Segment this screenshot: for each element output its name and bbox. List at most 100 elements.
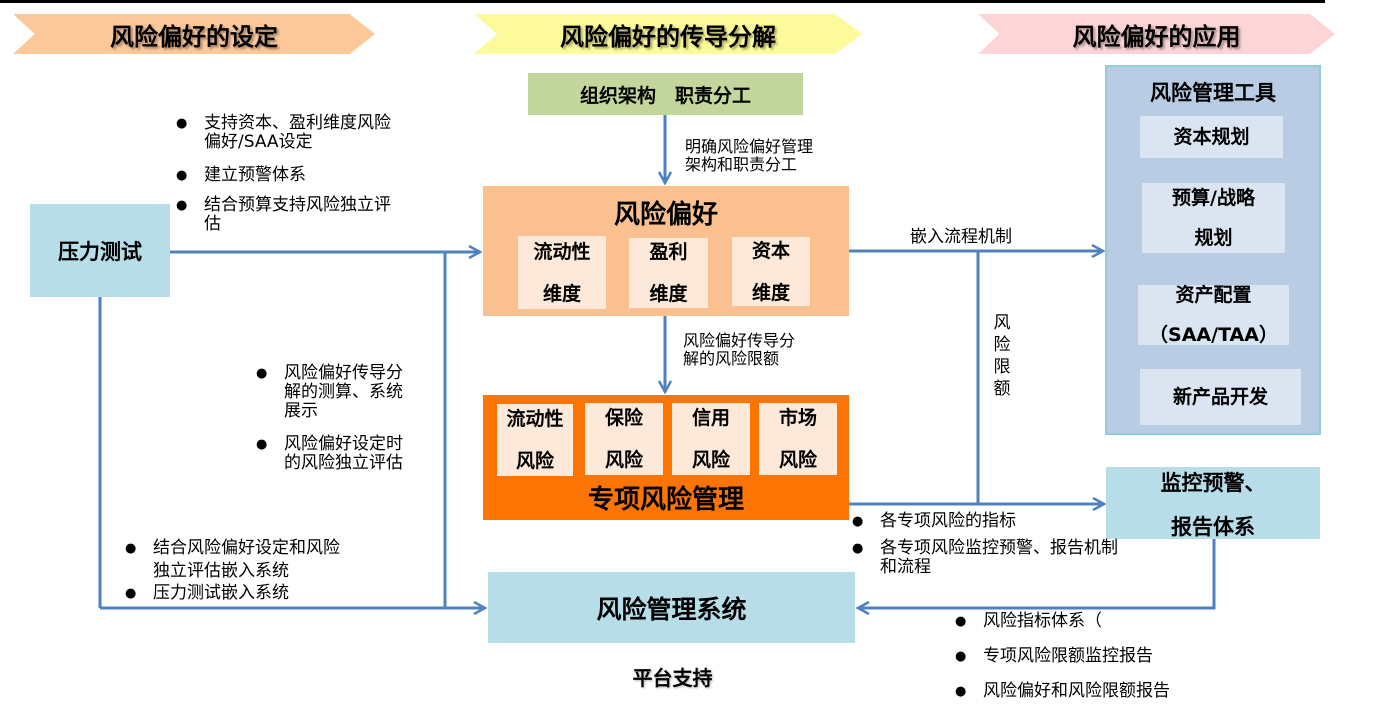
header-setting: 风险偏好的设定 (13, 14, 375, 54)
risk-type-line: 风险 (778, 449, 817, 471)
note-line: 支持资本、盈利维度风险 (204, 113, 391, 133)
risk-management-system-label: 风险管理系统 (596, 594, 747, 624)
org-structure-box: 组织架构 职责分工 (528, 73, 803, 115)
note-line: 风险偏好传导分 (284, 363, 403, 383)
tool-line: （SAA/TAA） (1149, 324, 1278, 346)
report-note-item: 风险指标体系（ (955, 611, 1255, 632)
stress-test-label: 压力测试 (58, 239, 142, 264)
note-line: 风险偏好和风险限额报告 (983, 681, 1170, 701)
appetite-arrow-label-line: 解的风险限额 (683, 349, 780, 368)
appetite-dimension-capital: 资本 维度 (732, 237, 810, 306)
report-note-item: 风险偏好和风险限额报告 (955, 681, 1255, 702)
report-note-item: 专项风险限额监控报告 (955, 646, 1255, 667)
header-application-label: 风险偏好的应用 (1072, 22, 1241, 51)
risk-limit-char: 风 (993, 313, 1011, 333)
stress-note-item: 结合预算支持风险独立评 估 (176, 196, 466, 234)
dimension-line: 维度 (542, 282, 581, 305)
embed-process-label: 嵌入流程机制 (910, 227, 1012, 247)
org-structure-label: 组织架构 职责分工 (579, 84, 751, 107)
risk-type-line: 市场 (778, 407, 817, 429)
system-note-item: 压力测试嵌入系统 (125, 583, 425, 604)
special-notes: 各专项风险的指标 各专项风险监控预警、报告机制 和流程 (852, 512, 1212, 591)
top-rule (0, 0, 1325, 3)
tool-line: 资产配置 (1175, 284, 1252, 306)
system-notes: 结合风险偏好设定和风险 独立评估嵌入系统 压力测试嵌入系统 (125, 539, 425, 617)
special-risk-box: 流动性 风险 保险 风险 信用 风险 市场 风险 专项风险管理 (483, 395, 849, 520)
risk-limit-char: 限 (993, 357, 1011, 377)
risk-type-line: 风险 (691, 449, 730, 471)
appetite-dimension-liquidity: 流动性 维度 (518, 236, 606, 309)
stress-note-item: 支持资本、盈利维度风险 偏好/SAA设定 (176, 114, 466, 152)
note-line: 估 (204, 214, 221, 234)
tool-line: 资本规划 (1173, 126, 1250, 148)
risk-management-system-box: 风险管理系统 (488, 572, 855, 643)
note-line: 建立预警体系 (204, 165, 306, 185)
risk-limit-label: 风 险 限 额 (991, 312, 1013, 400)
risk-appetite-box: 风险偏好 流动性 维度 盈利 维度 资本 维度 (483, 186, 849, 316)
note-line: 和流程 (880, 557, 931, 577)
risk-limit-char: 额 (993, 379, 1011, 399)
note-line: 解的测算、系统 (284, 382, 403, 402)
note-line: 结合预算支持风险独立评 (204, 195, 391, 215)
special-risk-title: 专项风险管理 (587, 485, 744, 515)
risk-tools-title: 风险管理工具 (1150, 81, 1276, 105)
note-line: 独立评估嵌入系统 (153, 561, 289, 581)
dimension-line: 流动性 (533, 240, 591, 263)
appetite-arrow-label-line: 风险偏好传导分 (683, 331, 796, 350)
tool-line: 新产品开发 (1172, 386, 1268, 408)
report-notes: 风险指标体系（ 专项风险限额监控报告 风险偏好和风险限额报告 (955, 612, 1255, 715)
tool-budget-strategy: 预算/战略 规划 (1142, 183, 1285, 253)
appetite-dimension-profit: 盈利 维度 (629, 238, 708, 308)
dimension-line: 资本 (751, 239, 790, 262)
system-note-item: 结合风险偏好设定和风险 独立评估嵌入系统 (125, 539, 425, 581)
middle-notes: 风险偏好传导分 解的测算、系统 展示 风险偏好设定时 的风险独立评估 (256, 364, 446, 487)
stress-notes: 支持资本、盈利维度风险 偏好/SAA设定 建立预警体系 结合预算支持风险独立评 … (176, 114, 466, 248)
tool-asset-allocation: 资产配置 （SAA/TAA） (1138, 284, 1289, 346)
special-note-item: 各专项风险的指标 (852, 511, 1212, 532)
risk-type-line: 流动性 (506, 408, 564, 430)
stress-note-item: 建立预警体系 (176, 165, 466, 186)
note-line: 偏好/SAA设定 (204, 132, 313, 152)
stress-test-box: 压力测试 (30, 204, 170, 297)
risk-appetite-title: 风险偏好 (613, 200, 718, 230)
monitor-line: 监控预警、 (1160, 471, 1266, 495)
tool-capital-planning: 资本规划 (1140, 116, 1283, 158)
tool-new-product: 新产品开发 (1140, 369, 1301, 425)
risk-type-line: 风险 (604, 449, 643, 471)
org-arrow-label-line: 架构和职责分工 (685, 155, 798, 174)
header-transmission: 风险偏好的传导分解 (474, 14, 862, 54)
arrow-monitor-to-rms (858, 539, 1216, 608)
dimension-line: 维度 (751, 281, 790, 304)
note-line: 结合风险偏好设定和风险 (153, 538, 340, 558)
note-line: 各专项风险监控预警、报告机制 (880, 538, 1118, 558)
special-risk-credit: 信用 风险 (672, 403, 750, 475)
note-line: 专项风险限额监控报告 (983, 646, 1153, 666)
risk-type-line: 信用 (691, 407, 730, 429)
org-arrow-label: 明确风险偏好管理 架构和职责分工 (685, 138, 813, 174)
risk-type-line: 保险 (604, 407, 643, 429)
note-line: 风险偏好设定时 (284, 434, 403, 454)
note-line: 压力测试嵌入系统 (153, 583, 289, 603)
dimension-line: 维度 (649, 283, 688, 305)
appetite-arrow-label: 风险偏好传导分 解的风险限额 (683, 332, 795, 368)
header-setting-label: 风险偏好的设定 (110, 22, 278, 51)
risk-tools-box: 风险管理工具 资本规划 预算/战略 规划 资产配置 （SAA/TAA） 新产品开… (1105, 65, 1321, 435)
risk-limit-char: 险 (993, 335, 1011, 355)
note-line: 风险指标体系（ (983, 611, 1102, 631)
tool-line: 规划 (1194, 227, 1233, 249)
note-line: 展示 (284, 401, 318, 421)
note-line: 各专项风险的指标 (880, 511, 1016, 531)
header-transmission-label: 风险偏好的传导分解 (560, 22, 776, 51)
tool-line: 预算/战略 (1172, 187, 1255, 209)
risk-type-line: 风险 (515, 450, 554, 472)
org-arrow-label-line: 明确风险偏好管理 (685, 137, 814, 156)
dimension-line: 盈利 (649, 241, 688, 263)
middle-note-item: 风险偏好设定时 的风险独立评估 (256, 435, 446, 473)
note-line: 的风险独立评估 (284, 453, 403, 473)
special-risk-insurance: 保险 风险 (585, 403, 663, 475)
middle-note-item: 风险偏好传导分 解的测算、系统 展示 (256, 364, 446, 421)
header-application: 风险偏好的应用 (978, 14, 1335, 54)
special-note-item: 各专项风险监控预警、报告机制 和流程 (852, 539, 1212, 577)
special-risk-market: 市场 风险 (759, 403, 837, 475)
